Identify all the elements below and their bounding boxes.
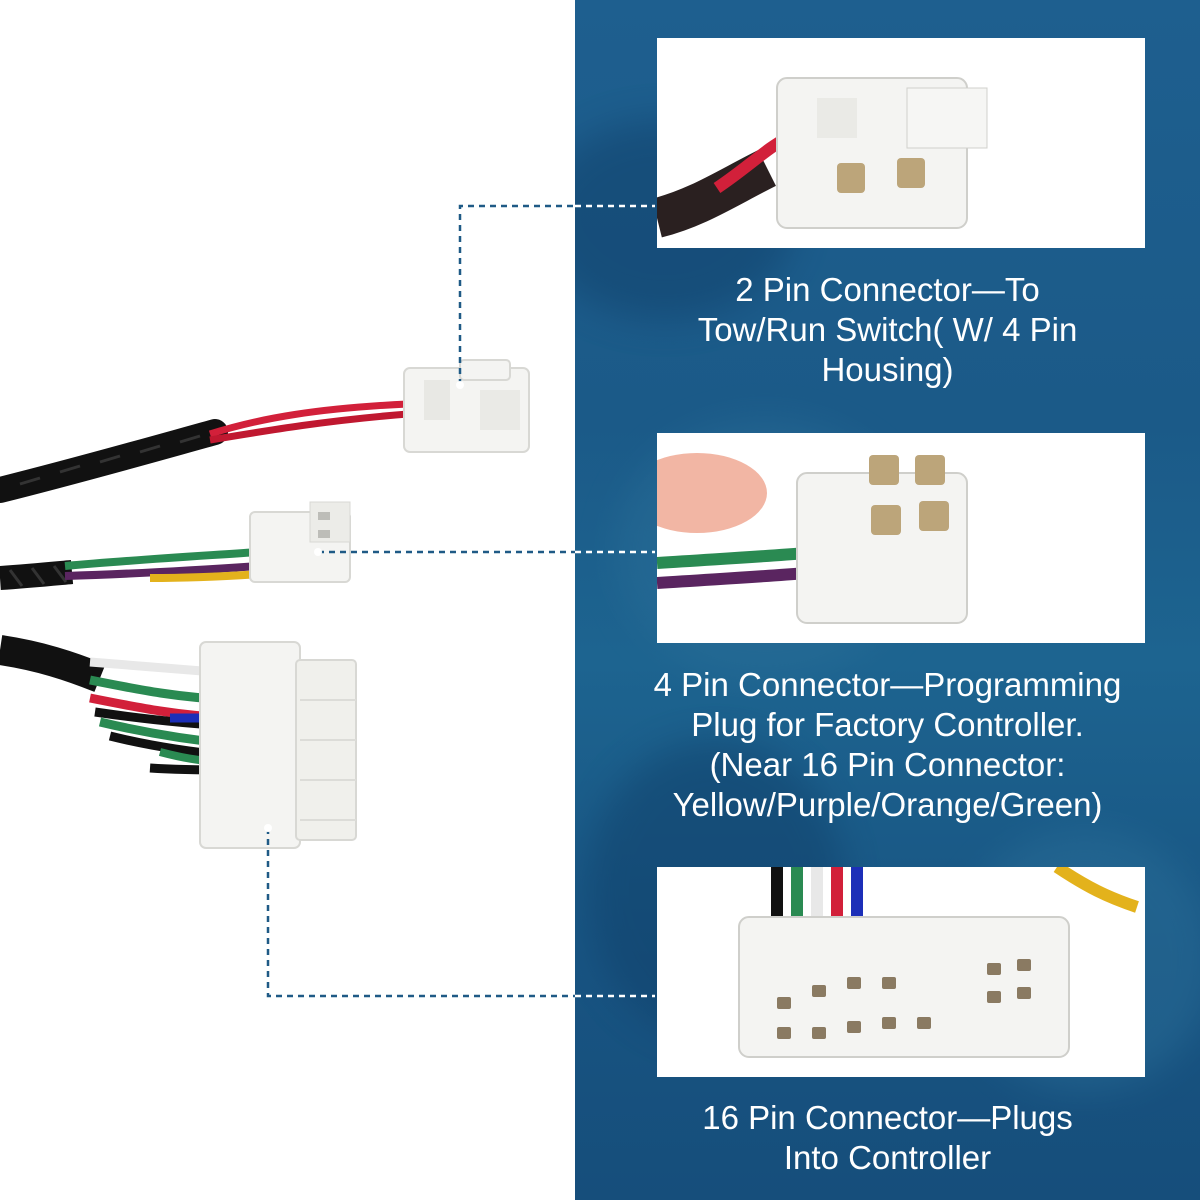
sixteen-pin-detail-photo	[657, 867, 1145, 1077]
sixteen-pin-caption: 16 Pin Connector—Plugs Into Controller	[585, 1098, 1190, 1178]
two-pin-detail-photo	[657, 38, 1145, 248]
caption-line: Into Controller	[783, 1139, 992, 1176]
caption-line: Yellow/Purple/Orange/Green)	[672, 786, 1103, 823]
four-pin-anchor-dot	[314, 548, 322, 556]
two-pin-caption: 2 Pin Connector—To Tow/Run Switch( W/ 4 …	[585, 270, 1190, 390]
four-pin-caption: 4 Pin Connector—Programming Plug for Fac…	[585, 665, 1190, 825]
detail-panel: 2 Pin Connector—To Tow/Run Switch( W/ 4 …	[575, 0, 1200, 1200]
four-pin-connector-shape	[249, 501, 351, 583]
two-pin-leader-line	[458, 204, 575, 385]
harness-photo	[0, 0, 575, 1200]
sixteen-pin-leader-line	[266, 828, 575, 998]
caption-line: Tow/Run Switch( W/ 4 Pin	[697, 311, 1078, 348]
four-pin-detail-photo	[657, 433, 1145, 643]
wire-harness-illustration	[0, 359, 530, 849]
sixteen-pin-anchor-dot	[264, 824, 272, 832]
caption-line: Housing)	[821, 351, 954, 388]
two-pin-anchor-dot	[456, 381, 464, 389]
caption-line: (Near 16 Pin Connector:	[709, 746, 1066, 783]
caption-line: Plug for Factory Controller.	[691, 706, 1084, 743]
sixteen-pin-connector-shape	[199, 641, 357, 849]
caption-line: 16 Pin Connector—Plugs	[702, 1099, 1073, 1136]
caption-line: 4 Pin Connector—Programming	[653, 666, 1122, 703]
two-pin-cable	[0, 400, 409, 503]
caption-line: 2 Pin Connector—To	[735, 271, 1040, 308]
